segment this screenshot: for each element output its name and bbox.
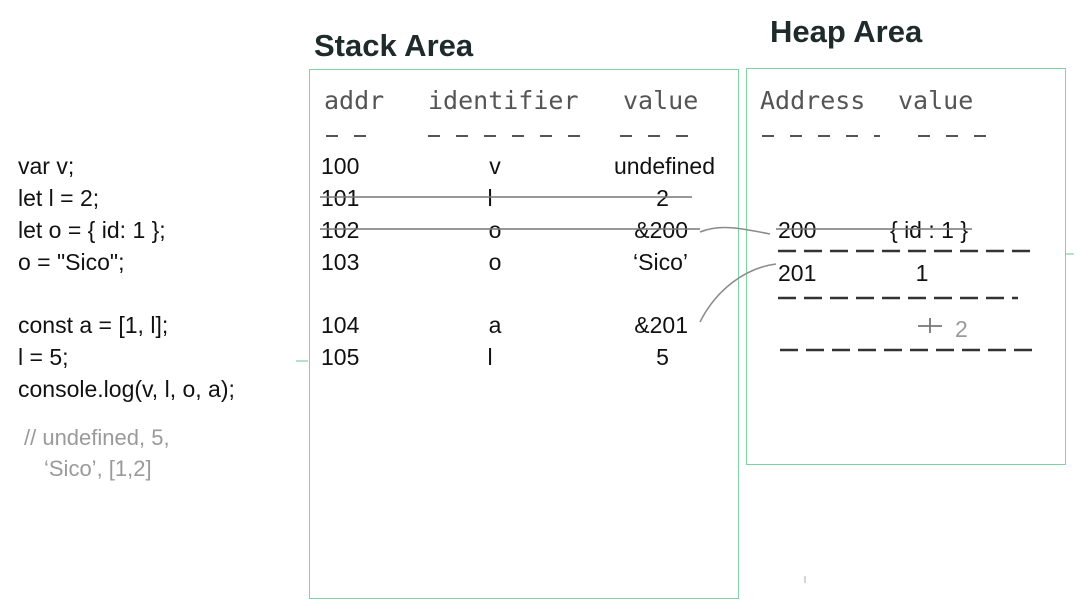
code-line: let l = 2;: [18, 185, 100, 211]
heap-addr: 201: [778, 260, 817, 286]
code-line: const a = [1, l];: [18, 312, 169, 338]
stack-value: undefined: [613, 153, 715, 179]
stack-addr: 105: [321, 344, 360, 370]
stack-value: ‘Sico’: [633, 249, 688, 275]
code-line: var v;: [18, 153, 75, 179]
stack-strikethroughs: [320, 196, 700, 230]
stack-addr: 103: [321, 249, 360, 275]
code-line: o = "Sico";: [18, 249, 125, 275]
code-line: let o = { id: 1 };: [18, 217, 166, 243]
stack-identifier: o: [488, 249, 502, 275]
stack-identifier: l: [487, 344, 493, 370]
heap-area-title: Heap Area: [770, 14, 923, 49]
heap-value: 1: [915, 260, 929, 286]
struck-value: [918, 318, 942, 333]
stack-header-value: value: [623, 86, 699, 115]
stack-area-box: [309, 69, 739, 599]
heap-value: { id : 1 }: [890, 217, 969, 243]
heap-header-address: Address: [760, 86, 866, 115]
stack-identifier: l: [487, 185, 493, 211]
stack-addr: 104: [321, 312, 360, 338]
heap-header-value: value: [898, 86, 974, 115]
stack-identifier: a: [488, 312, 502, 338]
stack-addr: 102: [321, 217, 360, 243]
stack-header-addr: addr: [324, 86, 385, 115]
code-line: console.log(v, l, o, a);: [18, 376, 235, 402]
stack-value: &201: [634, 312, 688, 338]
connector-line: [699, 263, 777, 323]
stack-identifier: o: [488, 217, 502, 243]
stack-identifier: v: [489, 153, 501, 179]
code-comment: ‘Sico’, [1,2]: [44, 456, 152, 481]
code-comment: // undefined, 5,: [24, 425, 170, 450]
connector-line: [699, 226, 771, 235]
heap-area-box: [746, 68, 1066, 465]
stack-value: 2: [656, 185, 669, 211]
stack-value: 5: [656, 344, 669, 370]
stack-header-identifier: identifier: [428, 86, 579, 115]
stack-area-title: Stack Area: [314, 28, 474, 63]
stack-value: &200: [634, 217, 688, 243]
heap-separators: [778, 249, 1034, 352]
stack-addr: 101: [321, 185, 360, 211]
code-line: l = 5;: [18, 344, 69, 370]
heap-extra-value: 2: [955, 316, 968, 342]
stack-addr: 100: [321, 153, 360, 179]
heap-addr: 200: [778, 217, 817, 243]
